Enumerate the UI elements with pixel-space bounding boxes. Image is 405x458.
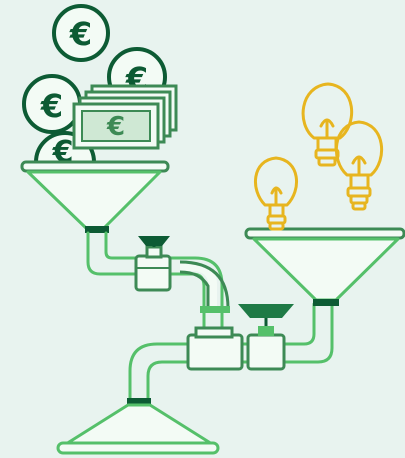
junction-middle xyxy=(186,326,244,371)
lightbulb-icon-right xyxy=(334,120,384,211)
pipe-elbow-large xyxy=(179,260,230,313)
banknote-stack: € xyxy=(72,84,178,150)
valve-left xyxy=(134,236,172,292)
lightbulb-icon-top xyxy=(301,82,354,167)
coin-symbol: € xyxy=(40,87,63,125)
lightbulb-icon-left xyxy=(254,156,298,231)
bottom-funnel xyxy=(56,398,220,455)
coin-left: € xyxy=(22,74,82,134)
banknote-symbol: € xyxy=(106,112,125,142)
left-funnel xyxy=(20,160,170,233)
valve-right xyxy=(238,304,294,371)
money-group: € € € € xyxy=(22,4,178,170)
coin-symbol: € xyxy=(69,15,92,53)
right-funnel xyxy=(244,227,405,306)
coin-top: € xyxy=(52,4,110,62)
